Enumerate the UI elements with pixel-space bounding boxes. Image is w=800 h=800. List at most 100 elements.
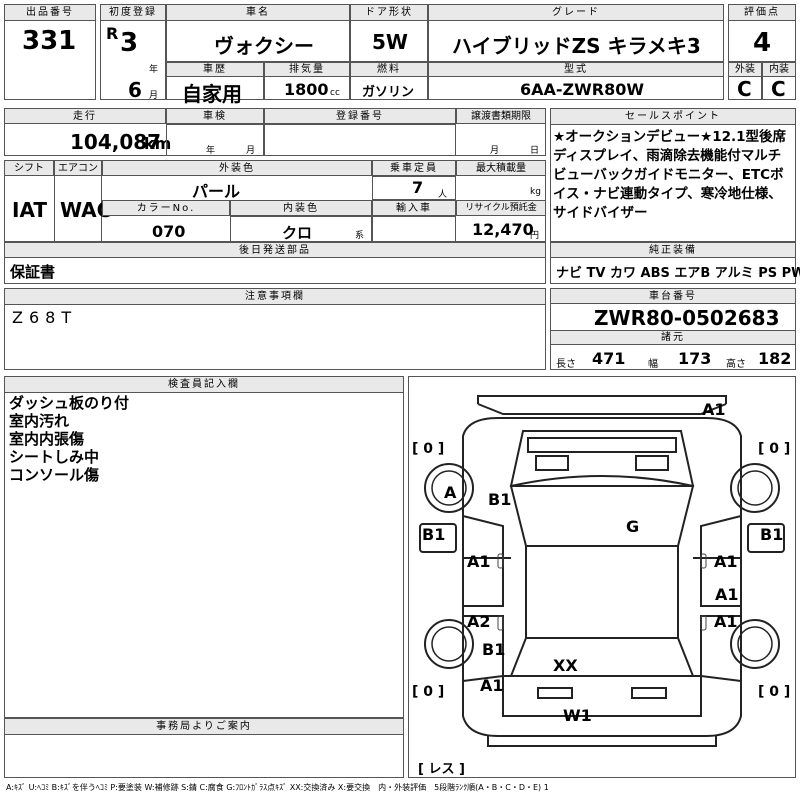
damage-mark: A1 [714,612,738,631]
spare-tire: [ レス ] [418,762,465,777]
damage-mark: G [626,517,640,536]
mileage-value: 104,087 [70,130,162,154]
reg-year: 3 [120,28,139,58]
inspector-notes: ダッシュ板のり付 室内汚れ 室内内張傷 シートしみ中 コンソール傷 [9,394,129,484]
reg-month: 6 [128,78,142,102]
intcolor-unit: 系 [355,231,365,241]
seats-value: 7 [412,178,424,197]
score-label: 評価点 [728,4,796,21]
shift-label: シフト [4,160,54,176]
history-label: 車歴 [166,62,264,77]
width-value: 173 [678,349,712,368]
history-value: 自家用 [182,82,242,106]
reg-era: R [106,24,119,43]
load-unit: kg [530,187,541,197]
recycle-unit: 円 [530,231,540,241]
reg-label: 初度登録 [100,4,166,21]
ac-label: エアコン [54,160,102,176]
width-label: 幅 [648,359,658,370]
int-grade: C [771,77,786,101]
color-value: パール [192,182,241,201]
inspector-line: 室内内張傷 [9,430,85,448]
damage-mark: XX [553,656,578,675]
plate-label: 登録番号 [264,108,456,124]
inspect-month-unit: 月 [246,146,256,156]
length-label: 長さ [556,359,576,370]
height-label: 高さ [726,359,746,370]
inspector-line: ダッシュ板のり付 [9,394,130,412]
tire-fr: [ 0 ] [758,441,791,457]
colorno-label: カラーNo. [102,200,230,216]
notes-value: Z68T [12,308,78,327]
import-label: 輸入車 [372,200,456,216]
disp-unit: cc [330,88,340,98]
intcolor-value: クロ [282,224,313,242]
inspect-label: 車検 [166,108,264,124]
damage-mark: A2 [467,612,491,631]
model-label: 型式 [428,62,724,77]
later-value: 保証書 [10,263,56,281]
seats-label: 乗車定員 [372,160,456,176]
reg-month-unit: 月 [149,91,159,101]
car-label: 車名 [166,4,350,21]
damage-mark: A1 [715,585,739,604]
door-type: 5W [372,30,408,54]
lot-number: 331 [22,26,77,56]
chassis-value: ZWR80-0502683 [594,306,780,330]
reg-year-unit: 年 [149,65,159,75]
disp-value: 1800 [284,80,329,99]
door-label: ドア形状 [350,4,428,21]
grade-value: ハイブリッドZS キラメキ3 [452,34,701,58]
disp-label: 排気量 [264,62,350,77]
ext-grade: C [737,77,752,101]
intcolor-cell [230,216,372,242]
office-label: 事務局よりご案内 [4,718,404,735]
seats-unit: 人 [438,190,448,200]
length-value: 471 [592,349,626,368]
damage-mark: A1 [467,552,491,571]
damage-mark: A1 [480,676,504,695]
inspector-line: 室内汚れ [9,412,70,430]
int-label: 内装 [762,62,796,77]
later-label: 後日発送部品 [4,242,546,258]
colorno-value: 070 [152,222,186,241]
score-value: 4 [753,28,772,58]
inspector-line: コンソール傷 [9,466,100,484]
fuel-label: 燃料 [350,62,428,77]
grade-label: グレード [428,4,724,21]
intcolor-label: 内装色 [230,200,372,216]
sales-label: セールスポイント [550,108,796,125]
ext-label: 外装 [728,62,762,77]
sales-text: ★オークションデビュー★12.1型後席ディスプレイ、雨滴除去機能付マルチビューバ… [553,129,787,221]
chassis-label: 車台番号 [550,288,796,304]
legend: A:ｷｽﾞ U:ﾍｺﾐ B:ｷｽﾞを伴うﾍｺﾐ P:要塗装 W:補修跡 S:錆 … [6,783,549,792]
inspect-cell [166,124,264,156]
damage-mark: A [444,483,457,502]
mileage-label: 走行 [4,108,166,124]
equip-text: ナビ TV カワ ABS エアB アルミ PS PW [556,266,800,281]
damage-mark: A1 [702,400,726,419]
lot-label: 出品番号 [4,4,96,21]
damage-mark: W1 [563,706,592,725]
plate-cell [264,124,456,156]
transfer-day-unit: 日 [530,146,540,156]
car-diagram [419,395,785,747]
inspector-label: 検査員記入欄 [4,376,404,393]
diagram-box [408,376,796,778]
inspect-year-unit: 年 [206,146,216,156]
seats-cell [372,176,456,200]
damage-mark: B1 [422,525,446,544]
recycle-value: 12,470 [472,220,534,239]
shift-value: IAT [12,198,48,222]
transfer-month-unit: 月 [490,146,500,156]
color-label: 外装色 [102,160,372,176]
car-name: ヴォクシー [214,34,314,58]
damage-mark: A1 [714,552,738,571]
transfer-label: 譲渡書類期限 [456,108,546,124]
inspector-line: シートしみ中 [9,448,100,466]
mileage-unit: km [144,134,172,153]
tire-rr: [ 0 ] [758,684,791,700]
notes-label: 注意事項欄 [4,288,546,305]
tire-fl: [ 0 ] [412,441,445,457]
tire-rl: [ 0 ] [412,684,445,700]
